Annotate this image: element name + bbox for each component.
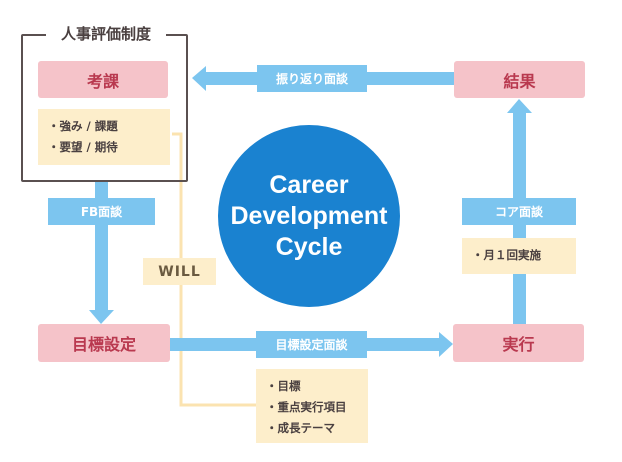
will-label: WILL <box>143 258 216 285</box>
node-kouka: 考課 <box>38 61 168 98</box>
note-mokuhyo: ・目標 ・重点実行項目 ・成長テーマ <box>256 369 368 443</box>
frame-title: 人事評価制度 <box>46 22 166 46</box>
mokuhyo-arrow-head <box>439 332 453 357</box>
label-furikaeri: 振り返り面談 <box>257 65 367 92</box>
note-kouka-item: ・要望 / 期待 <box>48 140 118 154</box>
career-development-cycle-circle: Career Development Cycle <box>218 125 400 307</box>
note-mokuhyo-item: ・成長テーマ <box>266 421 335 435</box>
core-arrow-head <box>507 99 532 113</box>
note-kouka-item: ・強み / 課題 <box>48 119 118 133</box>
note-kouka: ・強み / 課題 ・要望 / 期待 <box>38 109 170 165</box>
circle-line: Cycle <box>275 232 343 261</box>
note-core-item: ・月１回実施 <box>472 248 541 262</box>
node-mokuhyo: 目標設定 <box>38 324 170 362</box>
note-mokuhyo-item: ・重点実行項目 <box>266 400 347 414</box>
circle-line: Career <box>269 170 349 199</box>
note-mokuhyo-item: ・目標 <box>266 379 301 393</box>
note-core: ・月１回実施 <box>462 238 576 274</box>
circle-line: Development <box>230 201 388 230</box>
label-fb: FB面談 <box>48 198 155 225</box>
node-jikko: 実行 <box>453 324 584 362</box>
fb-arrow-head <box>89 310 114 324</box>
label-mokuhyo-mendan: 目標設定面談 <box>256 331 367 358</box>
furikaeri-arrow-head <box>192 66 206 91</box>
label-core: コア面談 <box>462 198 576 225</box>
node-kekka: 結果 <box>454 61 585 98</box>
